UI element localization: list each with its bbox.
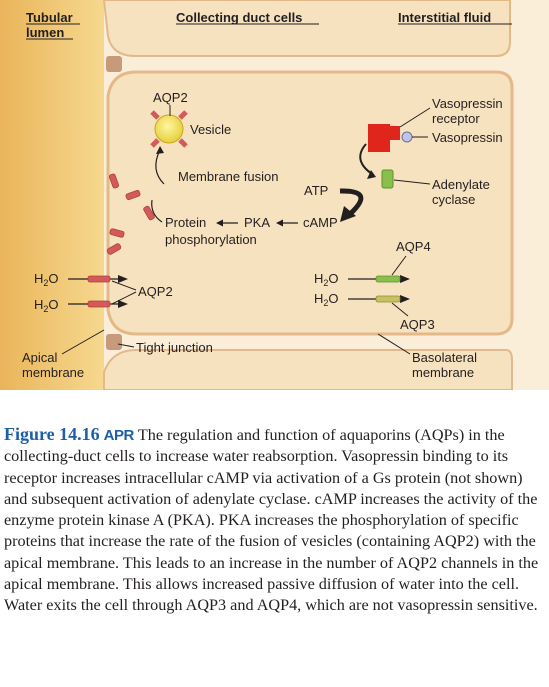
cells-header: Collecting duct cells bbox=[176, 10, 302, 25]
vasopressin-receptor-icon bbox=[368, 124, 390, 152]
h2o-basolateral-1: H2O bbox=[314, 271, 339, 288]
lumen-header-line2: lumen bbox=[26, 25, 64, 40]
tight-junction-label: Tight junction bbox=[136, 340, 213, 355]
camp-label: cAMP bbox=[303, 215, 338, 230]
h2o-apical-1: H2O bbox=[34, 271, 59, 288]
atp-label: ATP bbox=[304, 183, 328, 198]
aqp4-pointer bbox=[391, 255, 407, 276]
aqp4-channel bbox=[375, 275, 401, 283]
apical-membrane-label-line2: membrane bbox=[22, 365, 84, 380]
receptor-to-cyclase-arrow bbox=[359, 143, 373, 175]
upper-cell bbox=[102, 0, 511, 57]
figure-number: Figure 14.16 bbox=[4, 424, 100, 444]
lumen-header-line1: Tubular bbox=[26, 10, 73, 25]
tight-junction-top bbox=[106, 56, 122, 72]
adenylate-cyclase-label-line2: cyclase bbox=[432, 192, 475, 207]
aqp2-apical-label: AQP2 bbox=[138, 284, 173, 299]
aqp2-apical-pointer-1 bbox=[111, 280, 137, 291]
phosphorylation-label: phosphorylation bbox=[165, 232, 257, 247]
atp-to-camp-arrow bbox=[339, 188, 364, 216]
aquaporin-diagram: Tubular lumen Collecting duct cells Inte… bbox=[0, 0, 549, 390]
caption-text: The regulation and function of aquaporin… bbox=[4, 426, 539, 615]
pka-to-protein-arrowhead bbox=[216, 219, 223, 227]
aqp3-label: AQP3 bbox=[400, 317, 435, 332]
aqp4-label: AQP4 bbox=[396, 239, 431, 254]
aqp3-pointer bbox=[391, 302, 409, 317]
aqp2-vesicle-label: AQP2 bbox=[153, 90, 188, 105]
adenylate-cyclase-label-line1: Adenylate bbox=[432, 177, 490, 192]
vasopressin-label: Vasopressin bbox=[432, 130, 503, 145]
protein-label: Protein bbox=[165, 215, 206, 230]
apical-membrane-pointer bbox=[61, 329, 105, 355]
aqp2-migrating-channels bbox=[106, 173, 155, 255]
basolateral-membrane-label-line2: membrane bbox=[412, 365, 474, 380]
lower-cell bbox=[103, 349, 513, 390]
receptor-pocket bbox=[386, 126, 400, 140]
aqp2-apical-channel-1 bbox=[87, 275, 111, 283]
membrane-fusion-label: Membrane fusion bbox=[178, 169, 278, 184]
protein-to-vesicle-arrow bbox=[151, 199, 163, 223]
camp-to-pka-arrowhead bbox=[276, 219, 283, 227]
interstitial-header: Interstitial fluid bbox=[398, 10, 491, 25]
adenylate-cyclase-pointer bbox=[393, 179, 431, 185]
vasopressin-receptor-label-line2: receptor bbox=[432, 111, 480, 126]
pka-label: PKA bbox=[244, 215, 270, 230]
aqp2-apical-pointer-2 bbox=[111, 291, 137, 305]
tight-junction-pointer bbox=[117, 343, 135, 348]
h2o-basolateral-2: H2O bbox=[314, 291, 339, 308]
receptor-pointer bbox=[399, 107, 431, 128]
basolateral-membrane-pointer bbox=[377, 333, 411, 355]
vesicle-label: Vesicle bbox=[190, 122, 231, 137]
basolateral-membrane-label-line1: Basolateral bbox=[412, 350, 477, 365]
receptor-to-cyclase-arrowhead bbox=[367, 170, 376, 179]
membrane-fusion-arrowhead bbox=[156, 146, 164, 154]
adenylate-cyclase-icon bbox=[381, 169, 394, 189]
aqp3-channel bbox=[375, 295, 401, 303]
h2o-apical-2: H2O bbox=[34, 297, 59, 314]
vasopressin-receptor-label-line1: Vasopressin bbox=[432, 96, 503, 111]
apr-logo: APR bbox=[103, 427, 135, 444]
tubular-lumen-area bbox=[0, 0, 104, 390]
atp-to-camp-arrowhead bbox=[340, 206, 356, 222]
aqp2-apical-channel-2 bbox=[87, 300, 111, 308]
vasopressin-icon bbox=[401, 131, 413, 143]
tight-junction-bottom bbox=[106, 334, 122, 350]
vesicle-icon bbox=[150, 110, 188, 148]
apical-membrane-label-line1: Apical bbox=[22, 350, 58, 365]
